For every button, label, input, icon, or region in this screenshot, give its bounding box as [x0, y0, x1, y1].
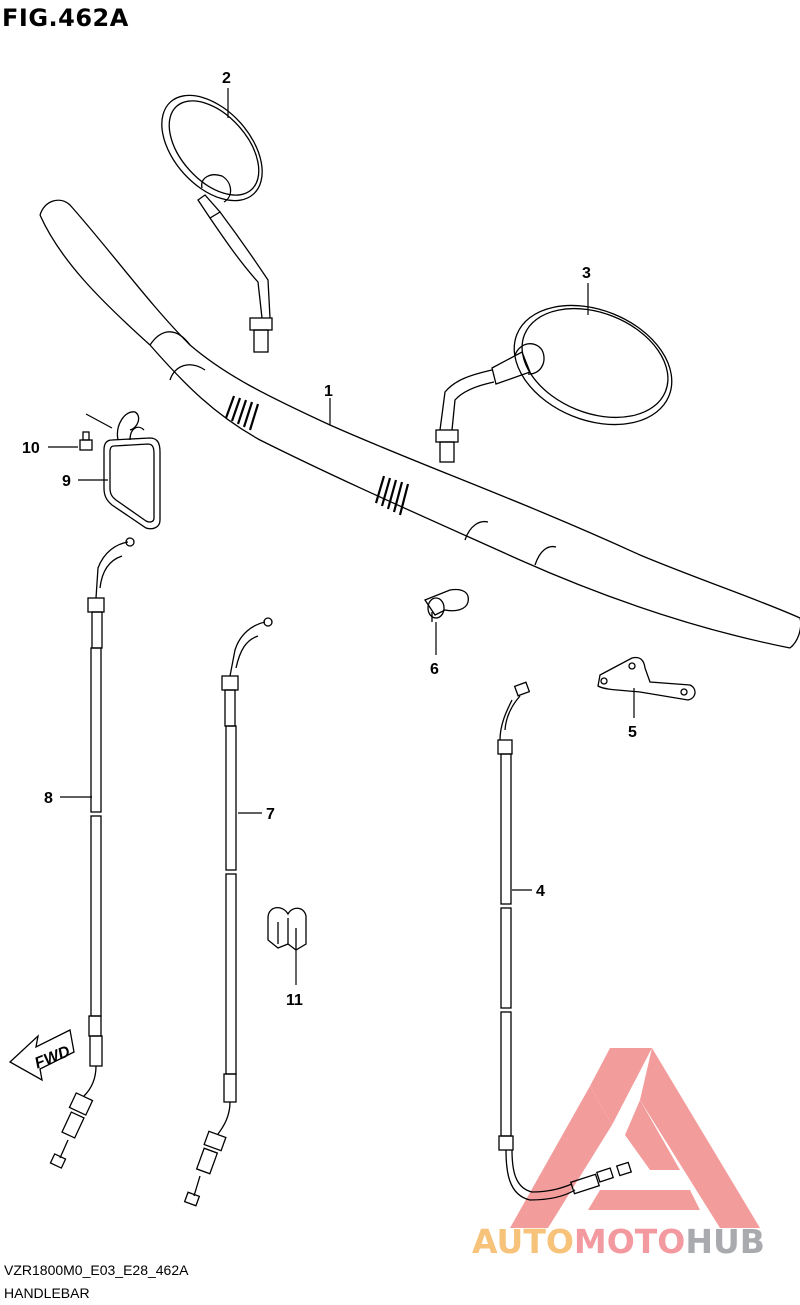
- callout-6: 6: [430, 661, 439, 678]
- bracket-part-9[interactable]: [103, 411, 161, 530]
- callout-4: 4: [536, 883, 545, 900]
- callout-8: 8: [44, 790, 53, 807]
- clutch-cable-part-4[interactable]: [497, 681, 633, 1201]
- callout-9: 9: [62, 473, 71, 490]
- callout-7: 7: [266, 806, 275, 823]
- callout-11: 11: [286, 992, 303, 1009]
- mirror-right-part-3[interactable]: [435, 283, 690, 463]
- watermark-brand: AUTOMOTOHUB: [472, 1222, 765, 1261]
- brand-hub: HUB: [685, 1222, 765, 1261]
- callout-2: 2: [222, 70, 231, 87]
- brand-auto: AUTO: [472, 1222, 574, 1261]
- plate-part-5[interactable]: [597, 656, 696, 701]
- throttle-cable-part-7[interactable]: [183, 617, 273, 1207]
- leader-lines: [48, 88, 635, 985]
- throttle-cable-part-8[interactable]: [49, 537, 135, 1169]
- clip-part-11[interactable]: [267, 907, 307, 951]
- figure-code: VZR1800M0_E03_E28_462A: [4, 1262, 189, 1278]
- handlebar-part-1[interactable]: [39, 199, 800, 649]
- callout-3: 3: [582, 265, 591, 282]
- mirror-left-part-2[interactable]: [142, 76, 281, 353]
- watermark-logo: [510, 1048, 760, 1228]
- fwd-arrow-icon: FWD: [8, 1029, 75, 1082]
- brand-moto: MOTO: [573, 1222, 686, 1261]
- figure-name: HANDLEBAR: [4, 1285, 90, 1301]
- callout-1: 1: [324, 383, 333, 400]
- callout-labels: 1 2 3 4 5 6 7 8 9 10 11: [22, 70, 637, 1009]
- bolt-part-10[interactable]: [79, 431, 93, 451]
- figure-title: FIG.462A: [2, 4, 129, 32]
- callout-10: 10: [22, 440, 40, 457]
- callout-5: 5: [628, 724, 637, 741]
- clamp-part-6[interactable]: [424, 588, 469, 623]
